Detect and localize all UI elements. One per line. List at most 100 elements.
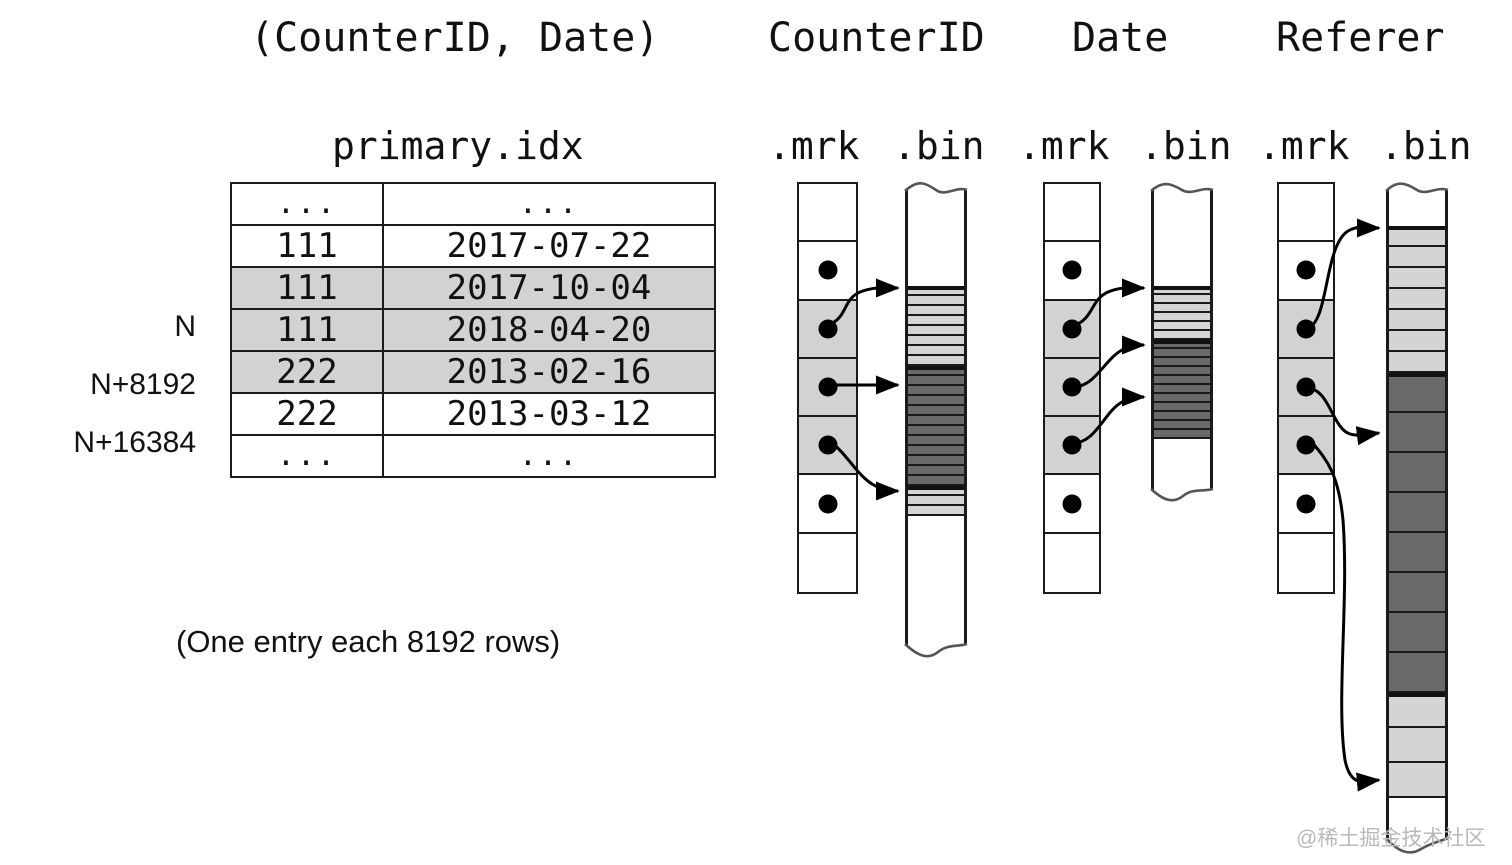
bin-granule-dark: [1389, 373, 1445, 413]
bin-granule-light: [908, 346, 964, 356]
mark-cell-with-pointer: [799, 300, 856, 359]
mark-pointer-dot-icon: [1062, 435, 1082, 455]
bin-granule-light: [1389, 728, 1445, 763]
mark-pointer-dot-icon: [1062, 377, 1082, 397]
mark-cell-with-pointer: [1279, 300, 1333, 359]
date-mrk-filename: .mrk: [1018, 124, 1110, 168]
date-mrk-column: [1043, 182, 1101, 594]
bin-granule-dark: [1389, 413, 1445, 453]
cell-counterid: 111: [230, 308, 384, 352]
bin-granule-dark: [908, 386, 964, 396]
bin-granule-dark: [908, 426, 964, 436]
mark-pointer-dot-icon: [1062, 319, 1082, 339]
watermark: @稀土掘金技术社区: [1296, 827, 1486, 850]
bin-granule-dark: [908, 466, 964, 476]
bin-granule-light: [1154, 331, 1210, 340]
mark-pointer-dot-icon: [1296, 260, 1316, 280]
cell-counterid: 111: [230, 224, 384, 268]
cell-counterid: 111: [230, 266, 384, 310]
mark-cell-empty: [1045, 533, 1099, 592]
bin-granule-dark: [908, 476, 964, 486]
mark-cell-empty: [1045, 184, 1099, 243]
bin-blank-segment: [1389, 190, 1445, 226]
mark-cell-with-pointer: [1045, 242, 1099, 301]
bin-granule-light: [1154, 295, 1210, 304]
bin-granule-light: [908, 286, 964, 296]
bin-granule-light: [1389, 331, 1445, 352]
bin-granule-light: [1389, 289, 1445, 310]
mark-cell-with-pointer: [1045, 475, 1099, 534]
column-title-referer: Referer: [1276, 15, 1445, 61]
bin-granule-light: [908, 496, 964, 506]
column-title-date: Date: [1072, 15, 1169, 61]
mark-pointer-dot-icon: [818, 377, 837, 397]
bin-granule-light: [1389, 763, 1445, 798]
mark-pointer-dot-icon: [818, 319, 837, 339]
row-label-n-16384: N+16384: [73, 426, 196, 459]
counterid-bin-filename: .bin: [893, 124, 985, 168]
bin-granule-dark: [1154, 358, 1210, 367]
bin-granule-light: [908, 316, 964, 326]
referer-mrk-column: [1277, 182, 1335, 594]
bin-granule-light: [908, 486, 964, 496]
counterid-mrk-filename: .mrk: [768, 124, 860, 168]
mark-cell-empty: [1279, 184, 1333, 243]
bin-granule-light: [1154, 322, 1210, 331]
mark-pointer-dot-icon: [818, 435, 837, 455]
mark-pointer-dot-icon: [818, 494, 837, 514]
bin-granule-dark: [1154, 394, 1210, 403]
primary-key-title: (CounterID, Date): [250, 15, 660, 61]
date-bin-filename: .bin: [1140, 124, 1232, 168]
cell-counterid: ...: [230, 434, 384, 478]
cell-date: 2017-10-04: [382, 266, 716, 310]
table-row: ......: [230, 434, 716, 478]
cell-date: 2018-04-20: [382, 308, 716, 352]
counterid-mrk-column: [797, 182, 858, 594]
bin-granule-dark: [1389, 613, 1445, 653]
mark-cell-with-pointer: [1279, 358, 1333, 418]
mark-pointer-dot-icon: [818, 260, 837, 280]
bin-granule-light: [1154, 286, 1210, 295]
bin-granule-dark: [1154, 403, 1210, 412]
bin-granule-light: [1154, 304, 1210, 313]
bin-granule-dark: [1154, 430, 1210, 439]
mark-cell-empty: [799, 184, 856, 243]
mark-pointer-dot-icon: [1062, 260, 1082, 280]
mark-cell-with-pointer: [799, 475, 856, 534]
bin-granule-light: [1389, 247, 1445, 268]
bin-granule-light: [908, 336, 964, 346]
bin-granule-light: [908, 296, 964, 306]
mark-cell-with-pointer: [799, 417, 856, 476]
mark-pointer-dot-icon: [1296, 319, 1316, 339]
mark-cell-with-pointer: [1279, 242, 1333, 301]
bin-granule-dark: [1154, 376, 1210, 385]
bin-granule-dark: [1389, 573, 1445, 613]
granularity-caption: (One entry each 8192 rows): [176, 624, 561, 659]
cell-date: 2013-03-12: [382, 392, 716, 436]
cell-counterid: ...: [230, 182, 384, 226]
bin-blank-segment: [1154, 190, 1210, 286]
mark-cell-empty: [799, 533, 856, 592]
mark-cell-with-pointer: [799, 242, 856, 301]
bin-granule-dark: [1389, 533, 1445, 573]
mark-pointer-dot-icon: [1296, 435, 1316, 455]
bin-granule-light: [1389, 310, 1445, 331]
row-label-n: N: [174, 310, 196, 343]
mark-cell-with-pointer: [1045, 300, 1099, 359]
bin-granule-light: [908, 356, 964, 366]
bin-granule-dark: [908, 376, 964, 386]
bin-granule-dark: [1154, 412, 1210, 421]
bin-granule-dark: [1389, 653, 1445, 693]
bin-granule-dark: [1389, 453, 1445, 493]
referer-mrk-filename: .mrk: [1258, 124, 1350, 168]
cell-date: 2013-02-16: [382, 350, 716, 394]
mark-cell-empty: [1279, 533, 1333, 592]
row-label-n-8192: N+8192: [90, 368, 196, 401]
bin-granule-light: [908, 326, 964, 336]
